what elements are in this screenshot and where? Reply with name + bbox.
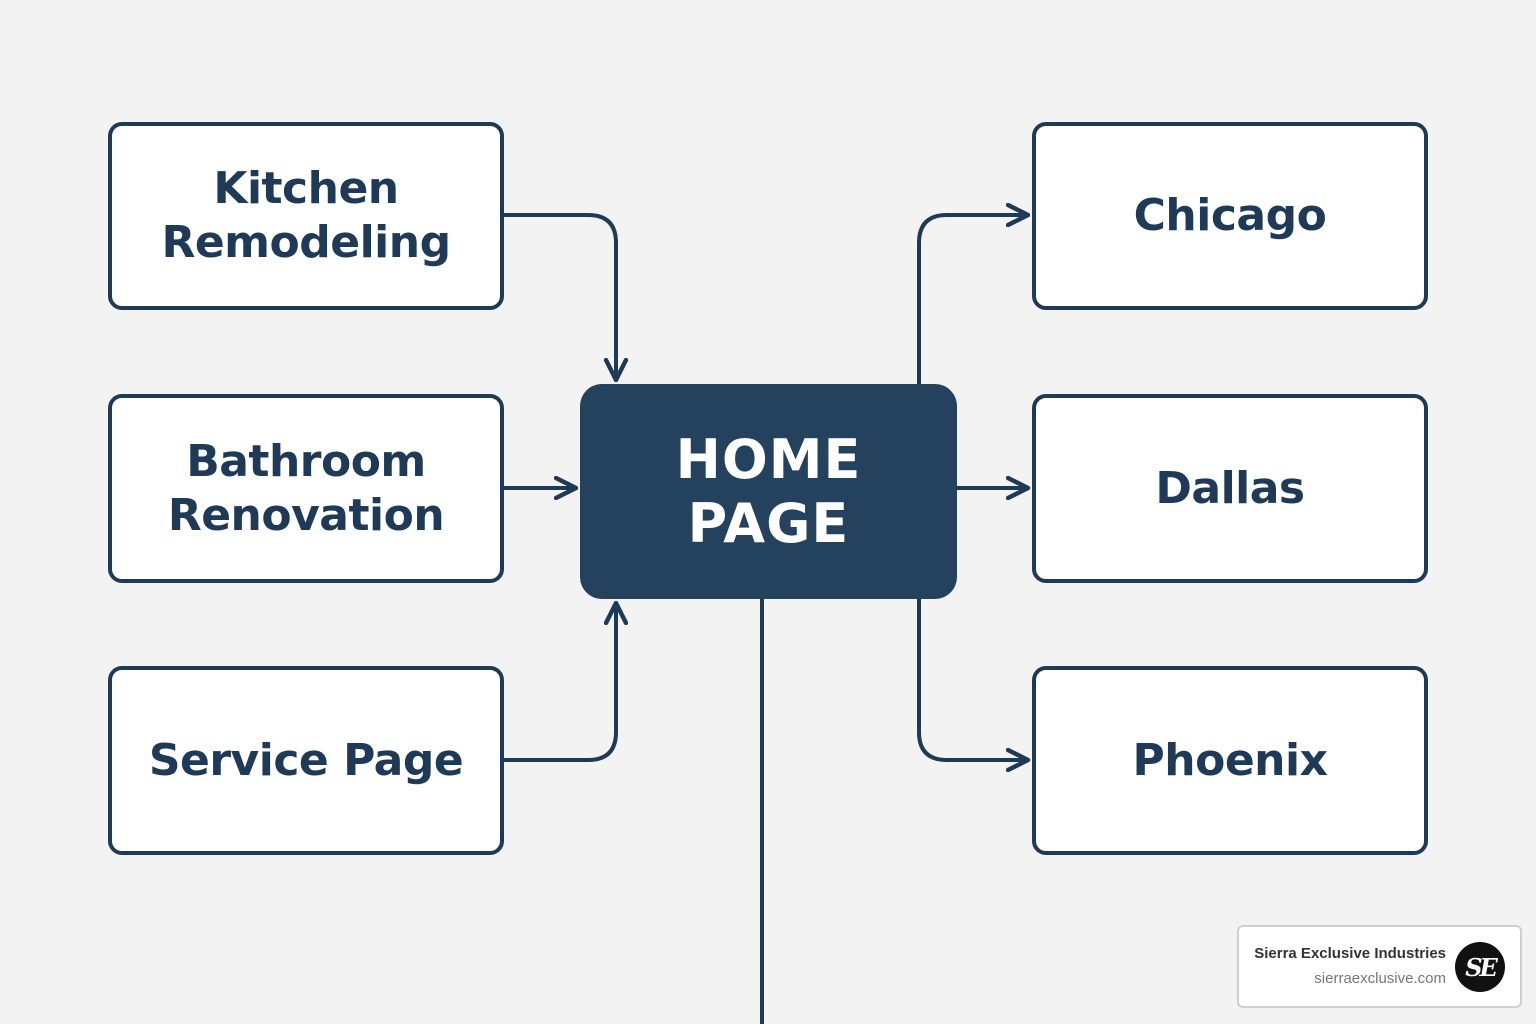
node-kitchen-remodeling-label: Kitchen Remodeling (161, 163, 451, 268)
edge-kitchen-to-home (502, 213, 616, 382)
node-kitchen-remodeling: Kitchen Remodeling (108, 122, 504, 310)
brand-badge: Sierra Exclusive Industries sierraexclus… (1237, 925, 1522, 1008)
node-service-page: Service Page (108, 666, 504, 855)
node-chicago: Chicago (1032, 122, 1428, 310)
edge-home-to-chicago (917, 215, 1030, 386)
edge-service-to-home (502, 601, 616, 762)
node-home-page-label: HOME PAGE (675, 427, 862, 555)
node-dallas-label: Dallas (1155, 462, 1305, 514)
brand-website: sierraexclusive.com (1314, 970, 1446, 987)
node-bathroom-renovation-label: Bathroom Renovation (167, 435, 445, 541)
node-phoenix: Phoenix (1032, 666, 1428, 855)
node-home-page: HOME PAGE (580, 384, 957, 599)
brand-logo-icon: SE (1455, 942, 1505, 992)
node-dallas: Dallas (1032, 394, 1428, 583)
brand-logo-monogram: SE (1465, 952, 1498, 982)
node-phoenix-label: Phoenix (1132, 734, 1328, 786)
brand-company-name: Sierra Exclusive Industries (1254, 945, 1446, 962)
node-chicago-label: Chicago (1133, 190, 1327, 241)
node-bathroom-renovation: Bathroom Renovation (108, 394, 504, 583)
node-service-page-label: Service Page (148, 734, 464, 786)
edge-home-to-phoenix (917, 597, 1030, 760)
